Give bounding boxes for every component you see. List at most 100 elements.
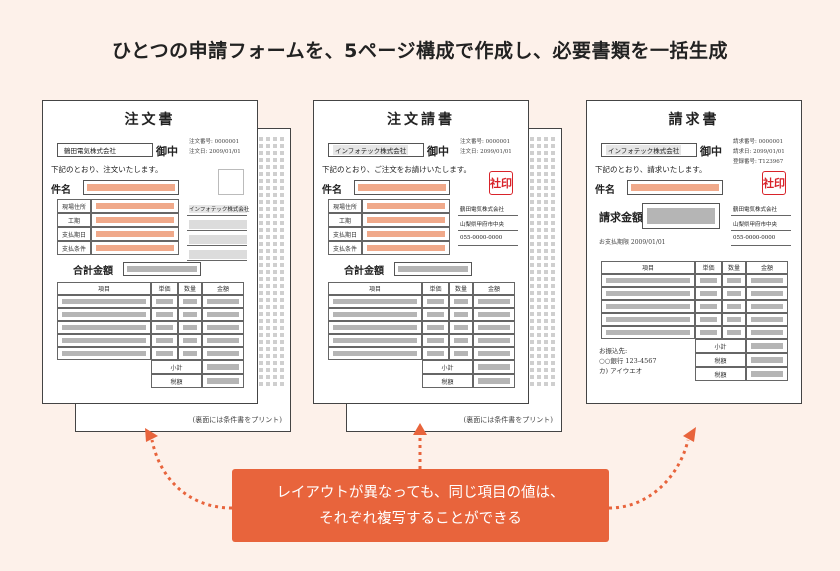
field-value [91,213,179,227]
table-header: 数量 [449,282,473,295]
field-label: 現場住所 [328,199,362,213]
field-label: 現場住所 [57,199,91,213]
subtotal-label: 小計 [151,360,202,374]
field-label: 工期 [57,213,91,227]
table-cell [473,308,515,321]
back-note: (裏面には条件書をプリント) [192,416,282,424]
field-fill [96,217,174,223]
right-line-placeholder [189,220,247,229]
field-value [362,241,450,255]
right-line-text: インフォテック株式会社 [189,205,250,213]
subtotal-label: 税額 [151,374,202,388]
total-value [127,266,197,272]
table-cell [473,347,515,360]
honorific: 御中 [700,145,722,158]
field-value [91,227,179,241]
cell-value [478,312,510,317]
subtotal-value [473,360,515,374]
table-cell [722,300,746,313]
table-cell [695,287,722,300]
callout-line-2: それぞれ複写することができる [319,511,522,527]
cell-value [700,291,717,296]
subtotal-label: 小計 [695,339,746,353]
table-header: 金額 [473,282,515,295]
arrowhead-right-icon [683,427,696,442]
cell-value [62,351,146,356]
table-cell [695,274,722,287]
field-value [91,199,179,213]
table-cell [328,321,422,334]
total-field [123,262,201,276]
table-cell [151,321,178,334]
cell-value [727,291,741,296]
table-cell [601,287,695,300]
addressee-name: インフォテック株式会社 [333,145,409,155]
subtotal-fill [478,378,510,384]
right-line-text: 山梨県甲府市中央 [733,222,778,228]
cell-value [207,299,239,304]
payment-date: お支払期限 2009/01/01 [599,239,666,246]
cell-value [700,330,717,335]
field-value [362,199,450,213]
table-cell [695,326,722,339]
seal-box [218,169,244,195]
back-note: (裏面には条件書をプリント) [463,416,553,424]
right-line: 055-0000-0000 [458,235,518,246]
table-cell [151,295,178,308]
cell-value [700,304,717,309]
right-line-placeholder [189,250,247,259]
cell-value [478,299,510,304]
cell-value [156,299,173,304]
cell-value [207,338,239,343]
table-header: 単価 [422,282,449,295]
table-header: 単価 [695,261,722,274]
cell-value [427,351,444,356]
table-header: 金額 [746,261,788,274]
cell-value [700,317,717,322]
total-label: 合計金額 [344,266,384,277]
cell-value [183,351,197,356]
cell-value [606,304,690,309]
addressee-name: 鶴田電気株式会社 [64,147,116,155]
right-line: 鶴田電気株式会社 [458,205,518,216]
intro-text: 下記のとおり、ご注文をお請けいたします。 [322,165,471,174]
right-line-text: 山梨県甲府市中央 [460,222,505,228]
table-cell [695,313,722,326]
table-cell [178,308,202,321]
table-cell [151,347,178,360]
table-cell [722,287,746,300]
bank-line: カ) アイウエオ [599,367,643,375]
arrowhead-left-icon [145,428,158,442]
back-page-dots [530,137,555,386]
subtotal-fill [207,364,239,370]
subtotal-label: 税額 [695,353,746,367]
arrow-right [608,439,690,510]
cell-value [751,317,783,322]
cell-value [606,291,690,296]
cell-value [751,278,783,283]
table-cell [202,321,244,334]
cell-value [156,325,173,330]
field-value [362,227,450,241]
table-cell [178,295,202,308]
table-cell [328,347,422,360]
document-title: 注文書 [124,112,176,128]
amount-field [642,203,720,229]
cell-value [62,312,146,317]
cell-value [606,330,690,335]
right-line [187,250,247,261]
document-info: 注文日: 2009/01/01 [189,149,241,155]
field-fill [96,245,174,251]
table-cell [422,308,449,321]
cell-value [62,338,146,343]
subject-label: 件名 [322,185,342,196]
subtotal-value [746,367,788,381]
right-line: 山梨県甲府市中央 [458,220,518,231]
table-cell [57,334,151,347]
table-cell [151,334,178,347]
table-header: 数量 [722,261,746,274]
table-cell [601,300,695,313]
cell-value [427,312,444,317]
table-cell [449,321,473,334]
cell-value [333,312,417,317]
